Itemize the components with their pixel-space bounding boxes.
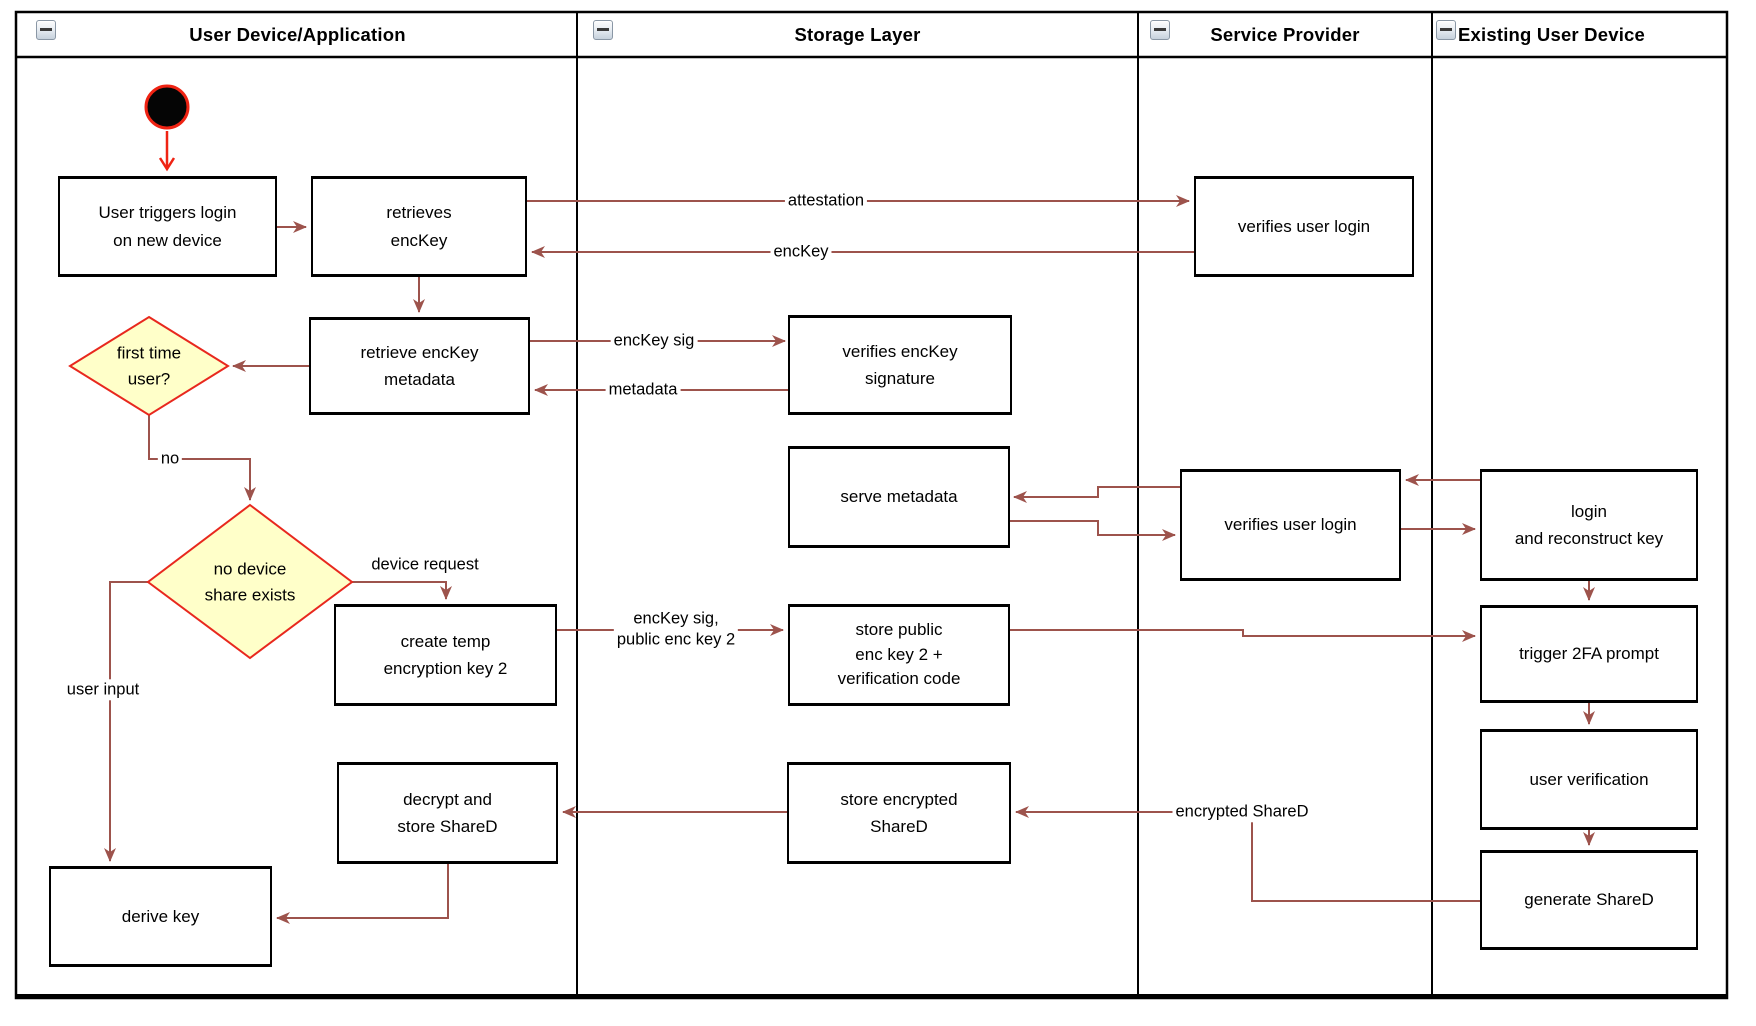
edge-servemetadata-to-verifieslogin xyxy=(1010,520,1176,541)
lane-header-storage-layer[interactable]: Storage Layer xyxy=(794,23,921,45)
node-store-public-enc-key2[interactable]: store public enc key 2 + verification co… xyxy=(788,604,1010,706)
swimlane-frame xyxy=(14,10,1729,1000)
node-store-encrypted-shared[interactable]: store encrypted ShareD xyxy=(787,762,1011,864)
node-serve-metadata[interactable]: serve metadata xyxy=(788,446,1010,548)
node-user-verification[interactable]: user verification xyxy=(1480,729,1698,830)
edge-verifieslogin-to-servemetadata xyxy=(1013,486,1180,503)
decision-first-time-user-label: first time user? xyxy=(116,343,182,389)
edge-label-user-input: user input xyxy=(63,679,143,701)
edge-label-metadata: metadata xyxy=(605,379,681,401)
node-user-triggers-login[interactable]: User triggers login on new device xyxy=(58,176,277,277)
edge-label-device-request: device request xyxy=(368,554,482,576)
decision-first-time-user[interactable] xyxy=(68,315,230,417)
edge-encrypted-shared xyxy=(1015,806,1480,902)
edge-label-enckey-sig-public-key2: encKey sig, public enc key 2 xyxy=(613,608,739,652)
edge-label-attestation: attestation xyxy=(784,190,868,212)
collapse-minus-icon[interactable] xyxy=(593,20,613,40)
node-login-and-reconstruct-key[interactable]: login and reconstruct key xyxy=(1480,469,1698,581)
lane-header-service-provider[interactable]: Service Provider xyxy=(1210,23,1360,45)
edge-device-request xyxy=(352,581,452,600)
node-generate-shared[interactable]: generate ShareD xyxy=(1480,850,1698,950)
edge-label-encrypted-shared: encrypted ShareD xyxy=(1172,801,1312,823)
node-decrypt-and-store-shared[interactable]: decrypt and store ShareD xyxy=(337,762,558,864)
node-create-temp-encryption-key2[interactable]: create temp encryption key 2 xyxy=(334,604,557,706)
node-retrieves-enckey[interactable]: retrieves encKey xyxy=(311,176,527,277)
edge-user-input xyxy=(104,581,148,862)
node-retrieve-enckey-metadata[interactable]: retrieve encKey metadata xyxy=(309,317,530,415)
node-verifies-enckey-signature[interactable]: verifies encKey signature xyxy=(788,315,1012,415)
decision-no-device-share-label: no device share exists xyxy=(204,559,296,605)
collapse-minus-icon[interactable] xyxy=(36,20,56,40)
lane-header-user-device[interactable]: User Device/Application xyxy=(189,23,406,45)
node-trigger-2fa-prompt[interactable]: trigger 2FA prompt xyxy=(1480,605,1698,703)
edge-label-enckey: encKey xyxy=(770,241,832,263)
collapse-minus-icon[interactable] xyxy=(1150,20,1170,40)
node-verifies-user-login-top[interactable]: verifies user login xyxy=(1194,176,1414,277)
edge-decrypt-to-derive xyxy=(276,864,449,924)
edge-label-enckey-sig: encKey sig xyxy=(610,330,698,352)
edge-label-no: no xyxy=(157,448,183,470)
node-derive-key[interactable]: derive key xyxy=(49,866,272,967)
edge-no-branch xyxy=(148,415,256,501)
node-verifies-user-login-mid[interactable]: verifies user login xyxy=(1180,469,1401,581)
edge-storepublic-to-2fa xyxy=(1010,629,1476,642)
start-node[interactable] xyxy=(144,84,190,130)
decision-no-device-share[interactable] xyxy=(146,503,354,660)
collapse-minus-icon[interactable] xyxy=(1436,20,1456,40)
lane-header-existing-user-device[interactable]: Existing User Device xyxy=(1458,23,1646,45)
